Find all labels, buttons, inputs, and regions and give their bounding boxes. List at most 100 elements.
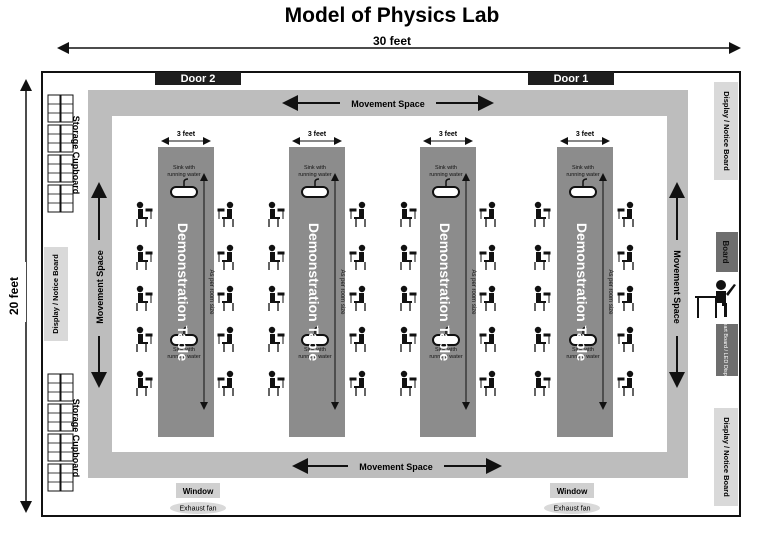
storage-cupboard-top-label: Storage Cupboard [71,116,81,195]
student-icon [349,370,366,396]
movement-space-bottom: Movement Space [359,462,433,472]
student-icon [617,370,634,396]
sink-label: running water [298,354,331,360]
student-icon [217,244,234,270]
student-icon [479,244,496,270]
student-icon [400,244,417,270]
sink-label: running water [298,172,331,178]
table-width-label: 3 feet [177,131,196,138]
sink-label: Sink with [435,165,457,171]
student-icon [217,285,234,311]
student-icon [479,201,496,227]
student-icon [268,201,285,227]
student-icon [268,370,285,396]
sink-icon [432,326,460,346]
student-icon [136,201,153,227]
student-icon [136,244,153,270]
cupboard-unit [60,403,74,432]
sink-icon [569,178,597,198]
student-icon [268,285,285,311]
cupboard-unit [47,184,61,213]
cupboard-unit [47,154,61,183]
notice-board-right-bottom [714,408,738,506]
cupboard-unit [47,124,61,153]
student-icon [400,201,417,227]
door-1[interactable] [528,72,614,85]
sink-label: running water [429,354,462,360]
student-icon [349,326,366,352]
sink-label: Sink with [173,165,195,171]
student-icon [534,370,551,396]
notice-board-left-label: Display / Notice Board [51,254,60,334]
cupboard-unit [60,373,74,402]
sink-label: running water [429,172,462,178]
sink-icon [170,326,198,346]
door-2-label: Door 2 [181,73,216,85]
student-icon [217,326,234,352]
door-1-label: Door 1 [554,73,589,85]
window-left-label: Window [183,487,214,496]
sink-label: Sink with [435,347,457,353]
notice-board-left [44,247,68,341]
student-icon [136,370,153,396]
door-2[interactable] [155,72,241,85]
sink-icon [301,178,329,198]
sink-label: Sink with [304,165,326,171]
cupboard-unit [60,463,74,492]
window-right[interactable] [550,483,594,498]
student-icon [349,201,366,227]
board [716,232,738,272]
student-icon [479,285,496,311]
movement-space-left: Movement Space [95,250,105,324]
table-label: Demonstration Table [175,223,191,361]
student-icon [217,201,234,227]
smart-board [716,324,738,376]
teacher-icon [695,280,736,318]
board-label: Board [721,240,730,263]
table-width-label: 3 feet [439,131,458,138]
student-icon [617,285,634,311]
table-label: Demonstration Table [437,223,453,361]
table-width-label: 3 feet [308,131,327,138]
student-icon [534,244,551,270]
student-icon [217,370,234,396]
sink-label: running water [566,172,599,178]
cupboard-unit [60,154,74,183]
sink-label: Sink with [572,347,594,353]
student-icon [617,201,634,227]
exhaust-fan-right [544,502,600,514]
table-label: Demonstration Table [306,223,322,361]
sink-icon [569,326,597,346]
cupboard-unit [47,403,61,432]
table-size-label: As per room size [607,269,613,315]
smart-board-label: Smart Board / LED Display [722,317,728,383]
storage-cupboard-top[interactable] [47,94,74,213]
student-icon [349,285,366,311]
storage-cupboard-bottom[interactable] [47,373,74,492]
student-icon [617,326,634,352]
cupboard-unit [60,94,74,123]
table-size-label: As per room size [339,269,345,315]
cupboard-unit [60,433,74,462]
table-label: Demonstration Table [574,223,590,361]
movement-space-top: Movement Space [351,99,425,109]
notice-board-right-bottom-label: Display / Notice Board [722,417,731,497]
height-label: 20 feet [7,277,21,315]
student-icon [534,326,551,352]
student-icon [400,370,417,396]
student-icon [268,326,285,352]
student-seats [136,201,634,396]
student-icon [534,285,551,311]
student-icon [349,244,366,270]
window-left[interactable] [176,483,220,498]
student-icon [136,326,153,352]
table-size-label: As per room size [208,269,214,315]
exhaust-fan-left [170,502,226,514]
sink-icon [301,326,329,346]
cupboard-unit [47,373,61,402]
